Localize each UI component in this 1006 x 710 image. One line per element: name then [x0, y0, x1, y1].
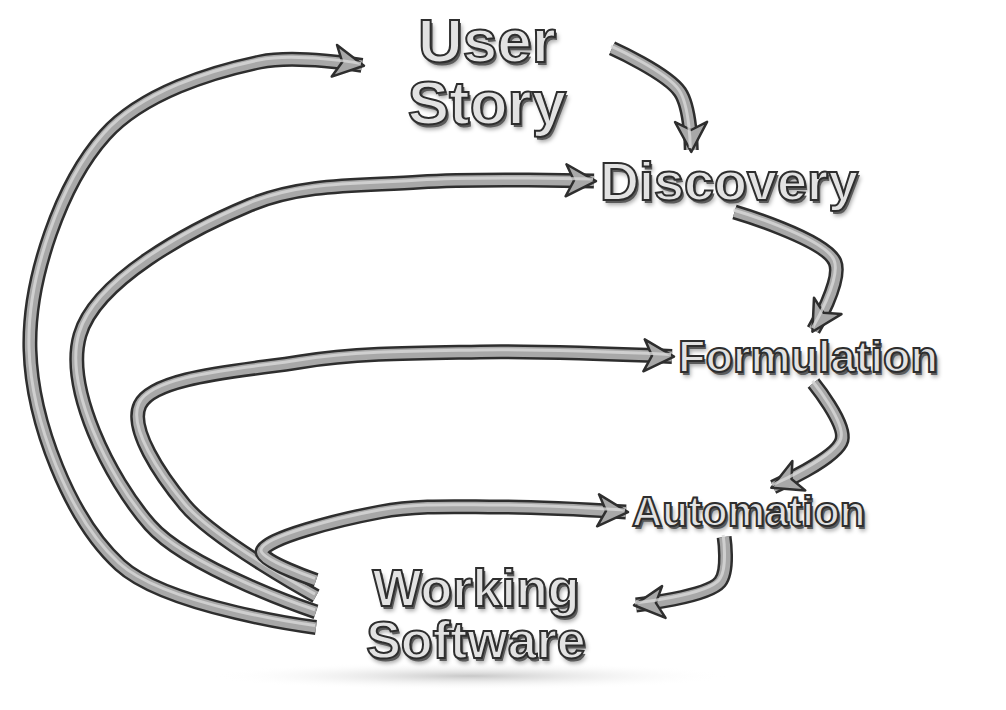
arrow-highlight [611, 46, 690, 148]
arrow-highlight [635, 535, 725, 603]
flow-arrow [611, 46, 691, 150]
stage-text: Working Software [322, 562, 630, 666]
arrow-highlight [733, 210, 835, 328]
arrow-body [612, 48, 691, 150]
arrow-highlight [772, 381, 841, 485]
arrow-body [773, 383, 842, 487]
ground-shadow [210, 662, 730, 690]
arrow-highlight [137, 350, 671, 594]
arrow-heads [773, 383, 842, 487]
arrow-outline [138, 352, 672, 596]
stage-label: Automation [626, 487, 871, 537]
arrow-heads [138, 352, 672, 596]
arrow-outline [773, 383, 842, 487]
stage-text: Automation [632, 491, 865, 533]
flow-arrow [635, 535, 726, 605]
stage-label: Working Software [316, 558, 636, 670]
stage-text: User Story [368, 10, 606, 134]
stage-label: Formulation [672, 330, 944, 383]
flow-arrow [733, 210, 836, 330]
stage-label: User Story [362, 6, 612, 138]
arrow-body [138, 352, 672, 596]
flow-arrow [772, 381, 842, 487]
arrow-outline [612, 48, 691, 150]
stage-label: Discovery [594, 150, 864, 212]
stage-text: Discovery [600, 154, 858, 208]
flow-arrow [137, 350, 672, 596]
arrow-heads [612, 48, 691, 150]
stage-text: Formulation [678, 334, 938, 379]
